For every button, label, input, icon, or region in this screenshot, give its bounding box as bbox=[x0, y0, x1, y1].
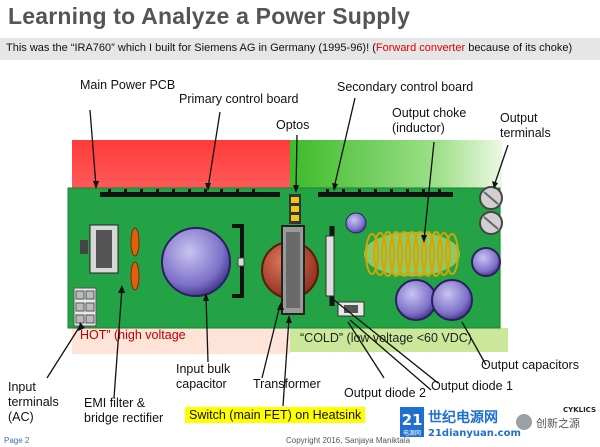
label-output-terminals-line1: Output bbox=[500, 111, 538, 125]
label-emi-filter-line2: bridge rectifier bbox=[84, 410, 164, 425]
secondary-control-board bbox=[318, 192, 453, 197]
primary-control-board bbox=[100, 192, 280, 197]
label-output-terminals-line2: terminals bbox=[500, 125, 551, 140]
label-input-bulk-line1: Input bulk bbox=[176, 362, 231, 376]
label-primary-control-board: Primary control board bbox=[179, 92, 299, 106]
label-input-bulk-capacitor: Input bulk capacitor bbox=[176, 362, 230, 392]
input-bulk-capacitor bbox=[161, 227, 231, 297]
output-capacitor bbox=[395, 279, 437, 321]
cyklics-text: CYKLICS bbox=[563, 406, 596, 414]
label-output-choke-line2: (inductor) bbox=[392, 120, 445, 135]
label-output-diode-1: Output diode 1 bbox=[431, 379, 514, 393]
subtitle-highlight: Forward converter bbox=[375, 42, 466, 54]
bridge-rectifier bbox=[130, 227, 140, 291]
subtitle-prefix: This was the “IRA760” which I built for … bbox=[6, 42, 376, 54]
label-output-choke-line1: Output choke bbox=[392, 106, 467, 120]
page-number: Page 2 bbox=[4, 436, 30, 445]
output-capacitor bbox=[471, 247, 501, 277]
subtitle-suffix: because of its choke) bbox=[465, 42, 573, 54]
emi-filter bbox=[80, 224, 119, 274]
label-input-terminals-line1: Input bbox=[8, 380, 36, 394]
brand-text: 世纪电源网 bbox=[428, 409, 498, 426]
logo-number: 21 bbox=[402, 411, 423, 429]
label-main-power-pcb: Main Power PCB bbox=[80, 78, 176, 92]
watermark-logo: 21 电源网 世纪电源网 21dianyuan.com 创新之源 CYKLICS bbox=[400, 406, 596, 439]
label-output-choke: Output choke (inductor) bbox=[392, 106, 466, 136]
label-output-capacitors: Output capacitors bbox=[481, 358, 579, 372]
hot-label-bg bbox=[72, 326, 290, 354]
output-choke bbox=[364, 231, 460, 277]
slide-title: Learning to Analyze a Power Supply bbox=[8, 3, 411, 29]
label-input-bulk-line2: capacitor bbox=[176, 376, 227, 391]
label-output-diode-2: Output diode 2 bbox=[344, 386, 427, 400]
label-optos: Optos bbox=[276, 118, 310, 132]
label-input-terminals-line3: (AC) bbox=[8, 409, 34, 424]
callout-lines bbox=[46, 97, 509, 407]
label-hot-zone: HOT” (high voltage bbox=[80, 328, 186, 342]
label-emi-filter: EMI filter & bridge rectifier bbox=[84, 396, 163, 426]
label-input-terminals-line2: terminals bbox=[8, 394, 59, 409]
callout-arrowheads bbox=[78, 181, 498, 331]
input-terminals bbox=[73, 287, 97, 327]
label-input-terminals: Input terminals (AC) bbox=[8, 380, 59, 424]
label-secondary-control-board: Secondary control board bbox=[337, 80, 474, 94]
logo-box bbox=[400, 407, 424, 437]
copyright: Copyright 2016, Sanjaya Maniktala bbox=[286, 436, 411, 445]
channel-text: 创新之源 bbox=[536, 416, 580, 430]
label-cold-zone: “COLD” (low voltage <60 VDC) bbox=[300, 331, 472, 345]
site-text: 21dianyuan.com bbox=[428, 428, 521, 439]
label-transformer: Transformer bbox=[253, 377, 321, 391]
output-capacitor bbox=[431, 279, 473, 321]
label-switch-fet-heatsink: Switch (main FET) on Heatsink bbox=[185, 407, 366, 423]
optos bbox=[289, 194, 301, 224]
subtitle-bar bbox=[0, 38, 600, 60]
logo-sub: 电源网 bbox=[403, 429, 421, 437]
label-output-terminals: Output terminals bbox=[500, 111, 551, 141]
wechat-icon bbox=[516, 414, 532, 430]
output-terminals bbox=[479, 186, 503, 235]
subtitle: This was the “IRA760” which I built for … bbox=[6, 42, 572, 54]
label-emi-filter-line1: EMI filter & bbox=[84, 396, 146, 410]
